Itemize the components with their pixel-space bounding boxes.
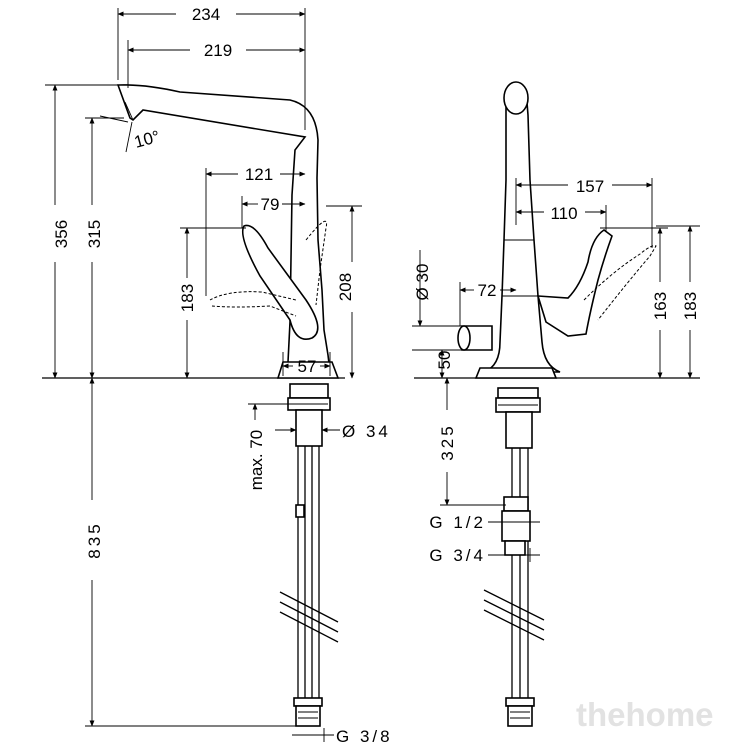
dim-315: 315 bbox=[85, 117, 124, 379]
dim-10-degree: 10° bbox=[99, 115, 162, 153]
dim-72-label: 72 bbox=[478, 281, 497, 300]
dim-325: 325 bbox=[438, 377, 506, 506]
dim-57-label: 57 bbox=[298, 357, 317, 376]
dim-219: 219 bbox=[127, 40, 306, 88]
break-marks-front bbox=[483, 589, 545, 641]
dim-219-label: 219 bbox=[204, 41, 232, 60]
dim-356-label: 356 bbox=[52, 220, 71, 248]
dim-max-70: max. 70 bbox=[247, 403, 290, 490]
dim-max-70-label: max. 70 bbox=[247, 430, 266, 490]
dim-121-label: 121 bbox=[245, 165, 273, 184]
faucet-body-side bbox=[116, 84, 340, 379]
dim-g-3-4: G 3/4 bbox=[429, 546, 540, 565]
dim-57: 57 bbox=[282, 352, 331, 376]
dim-dia-34: Ø 34 bbox=[275, 422, 391, 441]
dim-315-label: 315 bbox=[85, 220, 104, 248]
dim-121: 121 bbox=[205, 165, 306, 296]
dim-183-front-label: 183 bbox=[681, 292, 700, 320]
break-marks-left bbox=[279, 591, 339, 643]
dim-110: 110 bbox=[515, 204, 607, 232]
dim-208-label: 208 bbox=[336, 273, 355, 301]
dim-g-3-8-label: G 3/8 bbox=[336, 727, 393, 746]
dim-g-1-2: G 1/2 bbox=[429, 513, 540, 532]
dim-183-side: 183 bbox=[178, 227, 246, 379]
dim-79-label: 79 bbox=[261, 195, 280, 214]
dim-356: 356 bbox=[45, 84, 118, 379]
dim-dia-30-label: Ø 30 bbox=[413, 264, 432, 301]
dim-208: 208 bbox=[326, 205, 362, 379]
dim-234: 234 bbox=[117, 5, 306, 130]
dim-835-label: 835 bbox=[85, 521, 104, 558]
dim-g-1-2-label: G 1/2 bbox=[429, 513, 486, 532]
dim-dia-34-label: Ø 34 bbox=[342, 422, 391, 441]
mounting-shank-left bbox=[287, 383, 331, 447]
dim-157: 157 bbox=[515, 177, 653, 248]
supply-hose-left bbox=[293, 445, 323, 727]
dim-50-label: 50 bbox=[435, 351, 454, 370]
dim-79: 79 bbox=[241, 195, 306, 228]
side-view: 234 219 10° 121 79 356 bbox=[42, 5, 393, 746]
supply-hose-front bbox=[501, 445, 535, 727]
dim-g-3-8: G 3/8 bbox=[292, 727, 393, 746]
dim-163-label: 163 bbox=[651, 292, 670, 320]
dim-835: 835 bbox=[85, 377, 296, 727]
front-view: 157 110 Ø 30 72 50 163 bbox=[412, 81, 700, 727]
dim-163: 163 bbox=[600, 227, 670, 379]
dim-157-label: 157 bbox=[576, 177, 604, 196]
faucet-body-front bbox=[457, 81, 657, 379]
dim-72: 72 bbox=[459, 281, 517, 326]
dim-183-front: 183 bbox=[656, 225, 700, 379]
dim-325-label: 325 bbox=[438, 423, 457, 460]
dim-10-degree-label: 10° bbox=[132, 127, 162, 152]
dim-dia-30: Ø 30 bbox=[412, 250, 462, 327]
dim-110-label: 110 bbox=[550, 204, 577, 223]
mounting-shank-front bbox=[495, 387, 541, 449]
dim-183-side-label: 183 bbox=[178, 284, 197, 312]
dim-50: 50 bbox=[412, 349, 462, 379]
dim-g-3-4-label: G 3/4 bbox=[429, 546, 486, 565]
dim-234-label: 234 bbox=[192, 5, 220, 24]
watermark: thehome bbox=[576, 696, 714, 733]
